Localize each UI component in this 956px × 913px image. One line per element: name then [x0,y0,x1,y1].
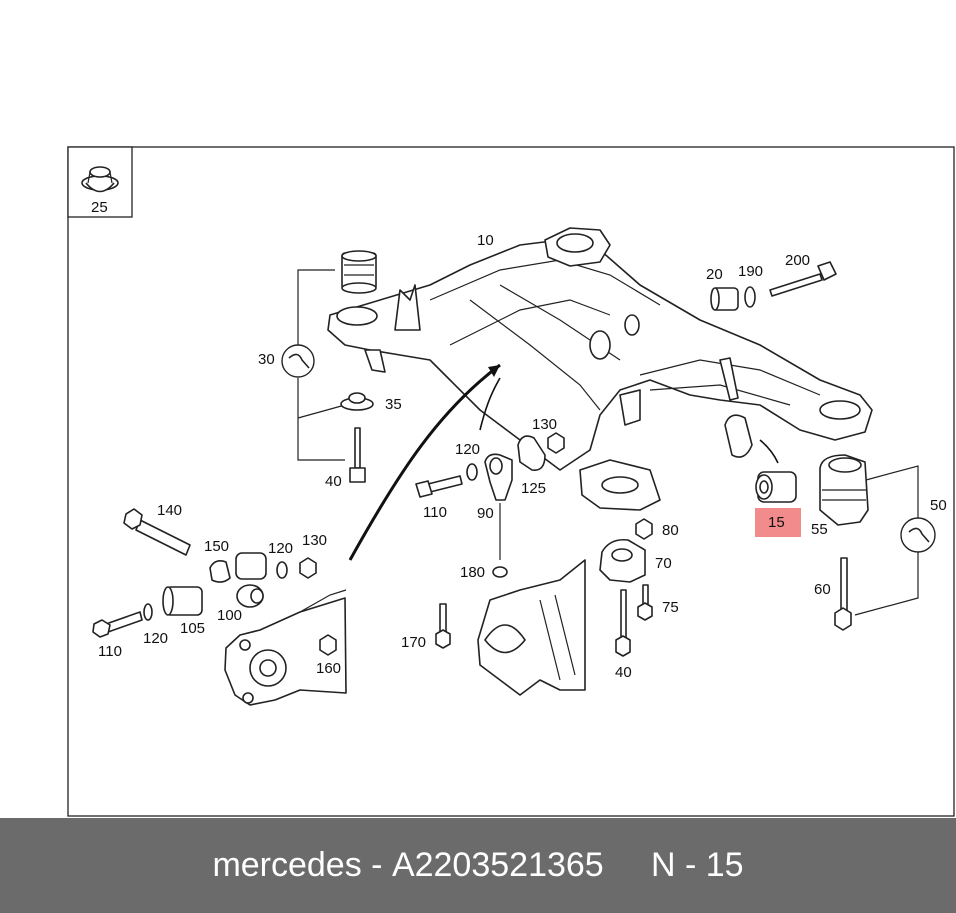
label-200: 200 [785,252,810,269]
label-10: 10 [477,232,494,249]
label-35: 35 [385,396,402,413]
footer-position-prefix: N [650,846,676,884]
label-70: 70 [655,555,672,572]
label-130-upper: 130 [532,416,557,433]
part-105-sleeve[interactable]: 105 [162,586,205,637]
part-150-plate[interactable]: 150 [204,538,231,583]
part-180-washer[interactable]: 180 [460,564,508,581]
part-60-bolt[interactable]: 60 [814,557,852,631]
label-110-lower: 110 [98,643,122,660]
part-200-bolt[interactable]: 200 [769,252,837,297]
part-110-bolt-lower[interactable]: 110 [92,611,143,660]
part-120-washer-lower[interactable]: 120 [143,603,168,647]
parts-diagram: 25 10 [67,146,955,817]
label-55: 55 [811,521,828,538]
footer-separator-1: - [361,846,392,884]
label-105: 105 [180,620,205,637]
footer-position-number: 15 [705,846,744,884]
label-130-left: 130 [302,532,327,549]
label-160: 160 [316,660,341,677]
part-190-washer[interactable]: 190 [738,263,763,308]
footer-caption: mercedes - A2203521365 N - 15 [0,818,956,913]
label-40-right: 40 [615,664,632,681]
part-110-bolt-upper[interactable]: 110 [415,475,463,521]
footer-bar: mercedes - A2203521365 N - 15 [0,818,956,913]
footer-gap [604,846,651,885]
rear-axle-carrier [224,589,347,706]
footer-separator-2: - [675,846,706,884]
label-30: 30 [258,351,275,368]
part-55-mount[interactable]: 55 [811,454,869,538]
part-160-nut[interactable]: 160 [316,634,341,677]
part-75-bolt[interactable]: 75 [637,584,679,621]
part-125-plate[interactable]: 125 [517,435,546,497]
part-90-bracket[interactable]: 90 [477,453,513,560]
part-15-bushing[interactable] [755,471,797,503]
part-40-bolt-left[interactable]: 40 [325,427,366,490]
assembly-arrows [348,363,779,561]
footer-part-number: A2203521365 [391,846,604,884]
part-70-mount[interactable]: 70 [599,538,672,583]
highlight-label-text: 15 [768,514,785,531]
label-120-upper: 120 [455,441,480,458]
part-130-nut-left[interactable]: 130 [299,532,327,579]
label-90: 90 [477,505,494,522]
label-60: 60 [814,581,831,598]
label-120-left: 120 [268,540,293,557]
label-75: 75 [662,599,679,616]
label-150: 150 [204,538,229,555]
inset-label: 25 [91,199,108,216]
label-110-upper: 110 [423,504,447,521]
label-80: 80 [662,522,679,539]
label-170: 170 [401,634,426,651]
part-120-washer-left[interactable]: 120 [268,540,293,579]
part-30-mount[interactable]: 30 [258,250,377,368]
diagram-frame [67,146,955,817]
label-140: 140 [157,502,182,519]
wrench-callout-30 [281,269,346,461]
rear-subframe[interactable]: 10 [327,227,873,511]
part-40-bolt-right[interactable]: 40 [615,589,632,681]
label-50: 50 [930,497,947,514]
inset-part-25[interactable]: 25 [67,146,133,218]
part-80-nut[interactable]: 80 [635,518,679,540]
label-180: 180 [460,564,485,581]
footer-brand: mercedes [212,846,362,884]
label-190: 190 [738,263,763,280]
label-100: 100 [217,607,242,624]
part-35-washer[interactable]: 35 [340,392,402,413]
part-120-washer-upper[interactable]: 120 [455,441,480,481]
highlight-label-15[interactable]: 15 [755,508,801,537]
wrench-callout-50: 50 [854,465,947,616]
part-100-bushing[interactable]: 100 [217,552,267,624]
part-20-bushing[interactable]: 20 [706,266,739,311]
differential-housing [477,559,586,696]
label-120-lower: 120 [143,630,168,647]
part-170-bolt[interactable]: 170 [401,603,451,651]
label-20: 20 [706,266,723,283]
label-40-left: 40 [325,473,342,490]
label-125: 125 [521,480,546,497]
part-130-nut-upper[interactable]: 130 [532,416,565,454]
part-140-bolt[interactable]: 140 [123,502,191,556]
